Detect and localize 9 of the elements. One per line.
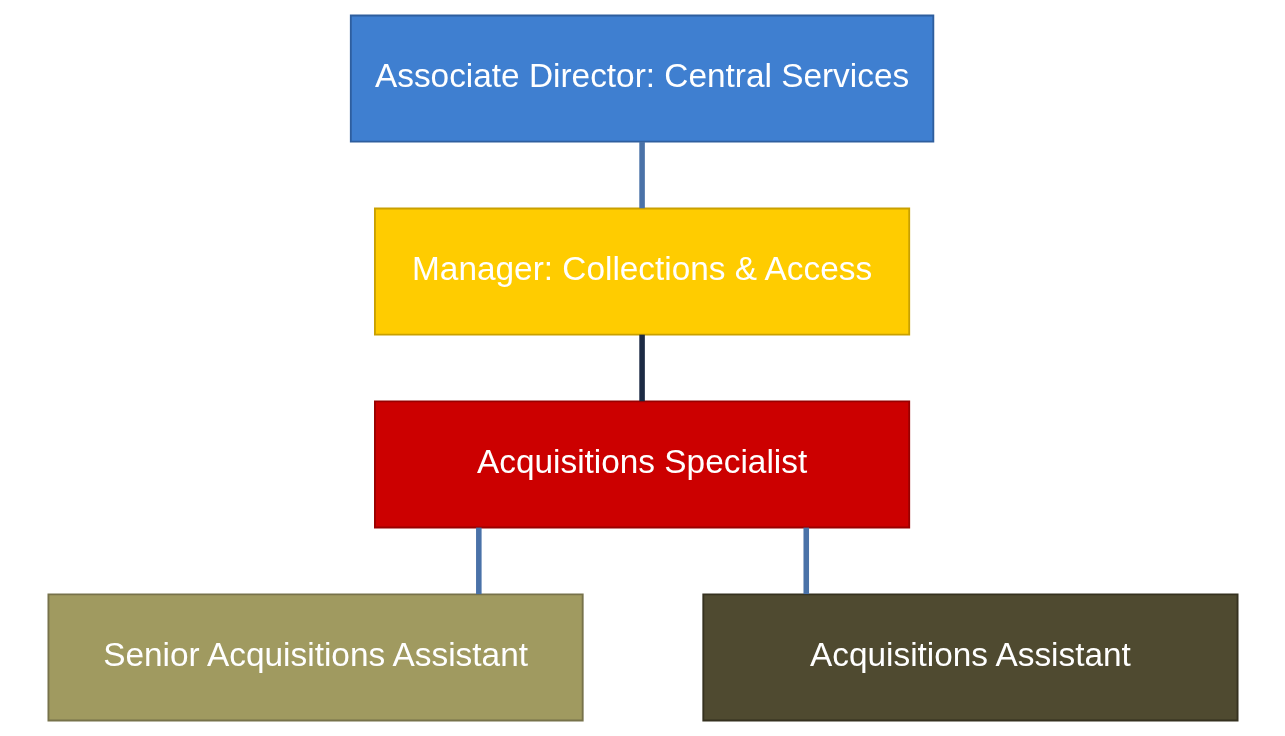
connector [638,141,645,209]
node-box: Acquisitions Assistant [701,593,1238,722]
connector [638,334,645,402]
connector [802,527,809,595]
node-box: Manager: Collections & Access [373,207,910,336]
connector [475,527,482,595]
node-box: Acquisitions Specialist [373,400,910,529]
node-box: Senior Acquisitions Assistant [47,593,584,722]
node-box: Associate Director: Central Services [349,14,934,143]
